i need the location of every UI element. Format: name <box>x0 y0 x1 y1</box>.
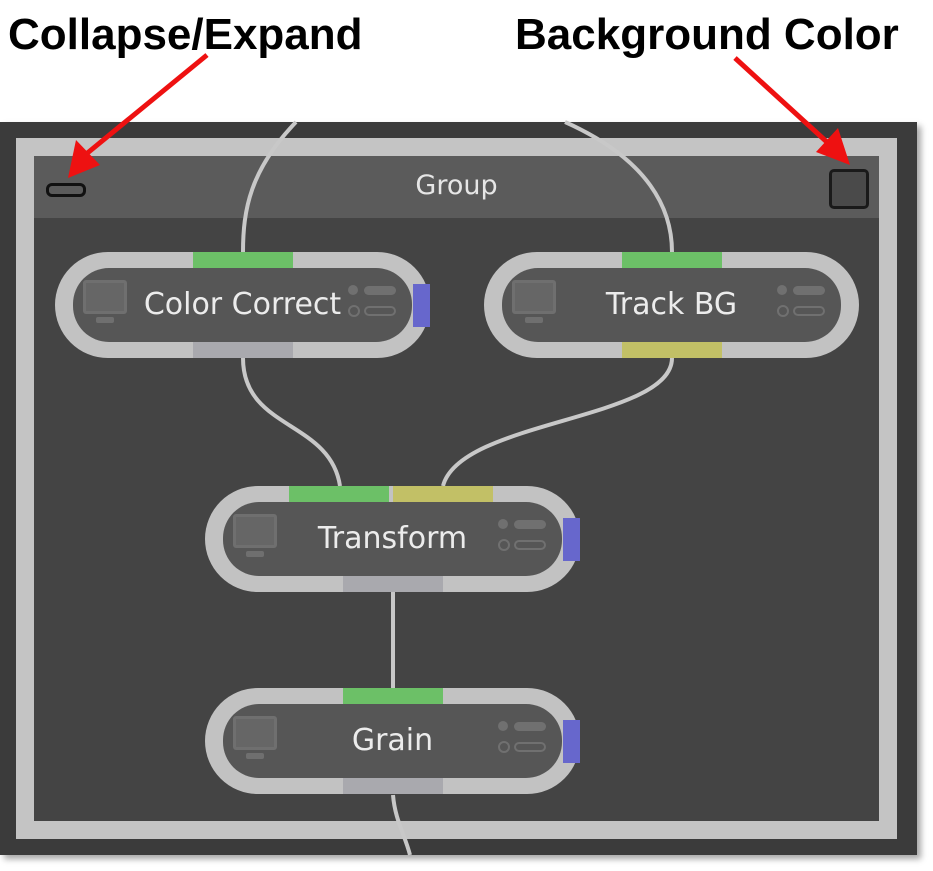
wire <box>564 120 674 253</box>
node-grain[interactable]: Grain <box>205 688 580 794</box>
monitor-icon <box>233 514 277 557</box>
node-controls-icon <box>498 721 548 759</box>
input-port[interactable] <box>393 486 493 502</box>
view-port[interactable] <box>563 720 580 763</box>
node-color-correct[interactable]: Color Correct <box>55 252 430 358</box>
node-controls-icon <box>777 285 827 323</box>
node-label: Color Correct <box>143 287 342 322</box>
wire <box>391 794 412 856</box>
view-port[interactable] <box>413 284 430 327</box>
output-port[interactable] <box>622 342 722 358</box>
input-port[interactable] <box>289 486 389 502</box>
group-title: Group <box>415 170 498 201</box>
monitor-icon <box>83 280 127 323</box>
input-port[interactable] <box>193 252 293 268</box>
input-port[interactable] <box>622 252 722 268</box>
background-color-annotation: Background Color <box>515 10 899 59</box>
arrow-head-icon <box>816 128 850 165</box>
collapse-expand-button[interactable] <box>46 183 86 197</box>
collapse-expand-annotation: Collapse/Expand <box>8 10 363 59</box>
arrow-head-icon <box>68 140 100 178</box>
node-transform[interactable]: Transform <box>205 486 580 592</box>
arrow-collapse <box>83 53 209 157</box>
view-port[interactable] <box>563 518 580 561</box>
node-label: Grain <box>351 723 434 758</box>
node-controls-icon <box>348 285 398 323</box>
node-label: Track BG <box>605 287 738 322</box>
input-port[interactable] <box>343 688 443 704</box>
monitor-icon <box>233 716 277 759</box>
wire <box>241 120 298 253</box>
group-header[interactable]: Group <box>34 156 879 218</box>
monitor-icon <box>512 280 556 323</box>
wire <box>241 357 342 487</box>
arrow-background <box>733 56 830 145</box>
background-color-swatch[interactable] <box>829 169 869 209</box>
output-port[interactable] <box>343 576 443 592</box>
output-port[interactable] <box>193 342 293 358</box>
node-label: Transform <box>317 521 468 556</box>
wire <box>441 357 674 487</box>
node-track-bg[interactable]: Track BG <box>484 252 859 358</box>
output-port[interactable] <box>343 778 443 794</box>
node-controls-icon <box>498 519 548 557</box>
